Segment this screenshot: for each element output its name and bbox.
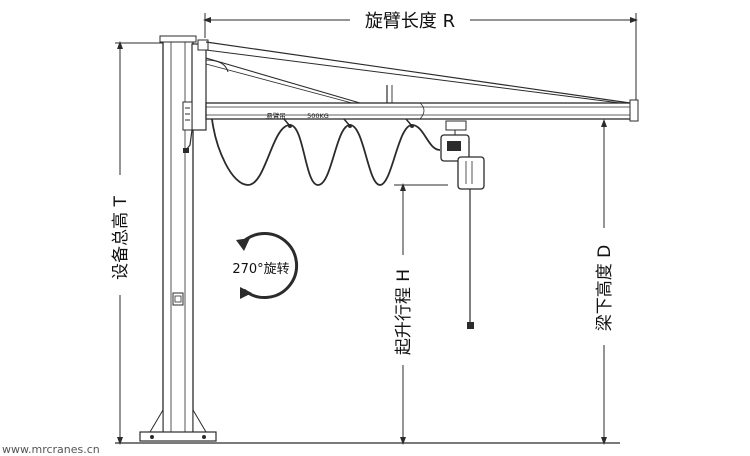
rotation-arrow-end-icon (240, 287, 252, 299)
festoon-cable (211, 118, 441, 186)
under-beam-dimension: 梁下高度 D (595, 119, 615, 445)
lift-height-label: 起升行程 H (394, 269, 414, 355)
beam-label-right: 500KG (307, 112, 329, 120)
arm-length-label: 旋臂长度 R (365, 11, 455, 32)
arm-length-dimension: 旋臂长度 R (203, 11, 638, 100)
beam-label-left: 悬臂吊 (266, 111, 286, 120)
total-height-label: 设备总高 T (111, 195, 131, 279)
rotation-label: 270°旋转 (232, 262, 289, 277)
watermark-text: www.mrcranes.cn (2, 443, 100, 456)
under-beam-label: 梁下高度 D (595, 245, 615, 332)
rotation-indicator: 270°旋转 (232, 232, 299, 299)
lift-height-dimension: 起升行程 H (394, 183, 448, 445)
rotation-arrow-icon (236, 238, 250, 251)
slewing-head (182, 39, 229, 153)
total-height-dimension: 设备总高 T (111, 41, 180, 445)
jib-arm: 悬臂吊 500KG (205, 41, 639, 122)
electric-hoist (440, 120, 485, 329)
